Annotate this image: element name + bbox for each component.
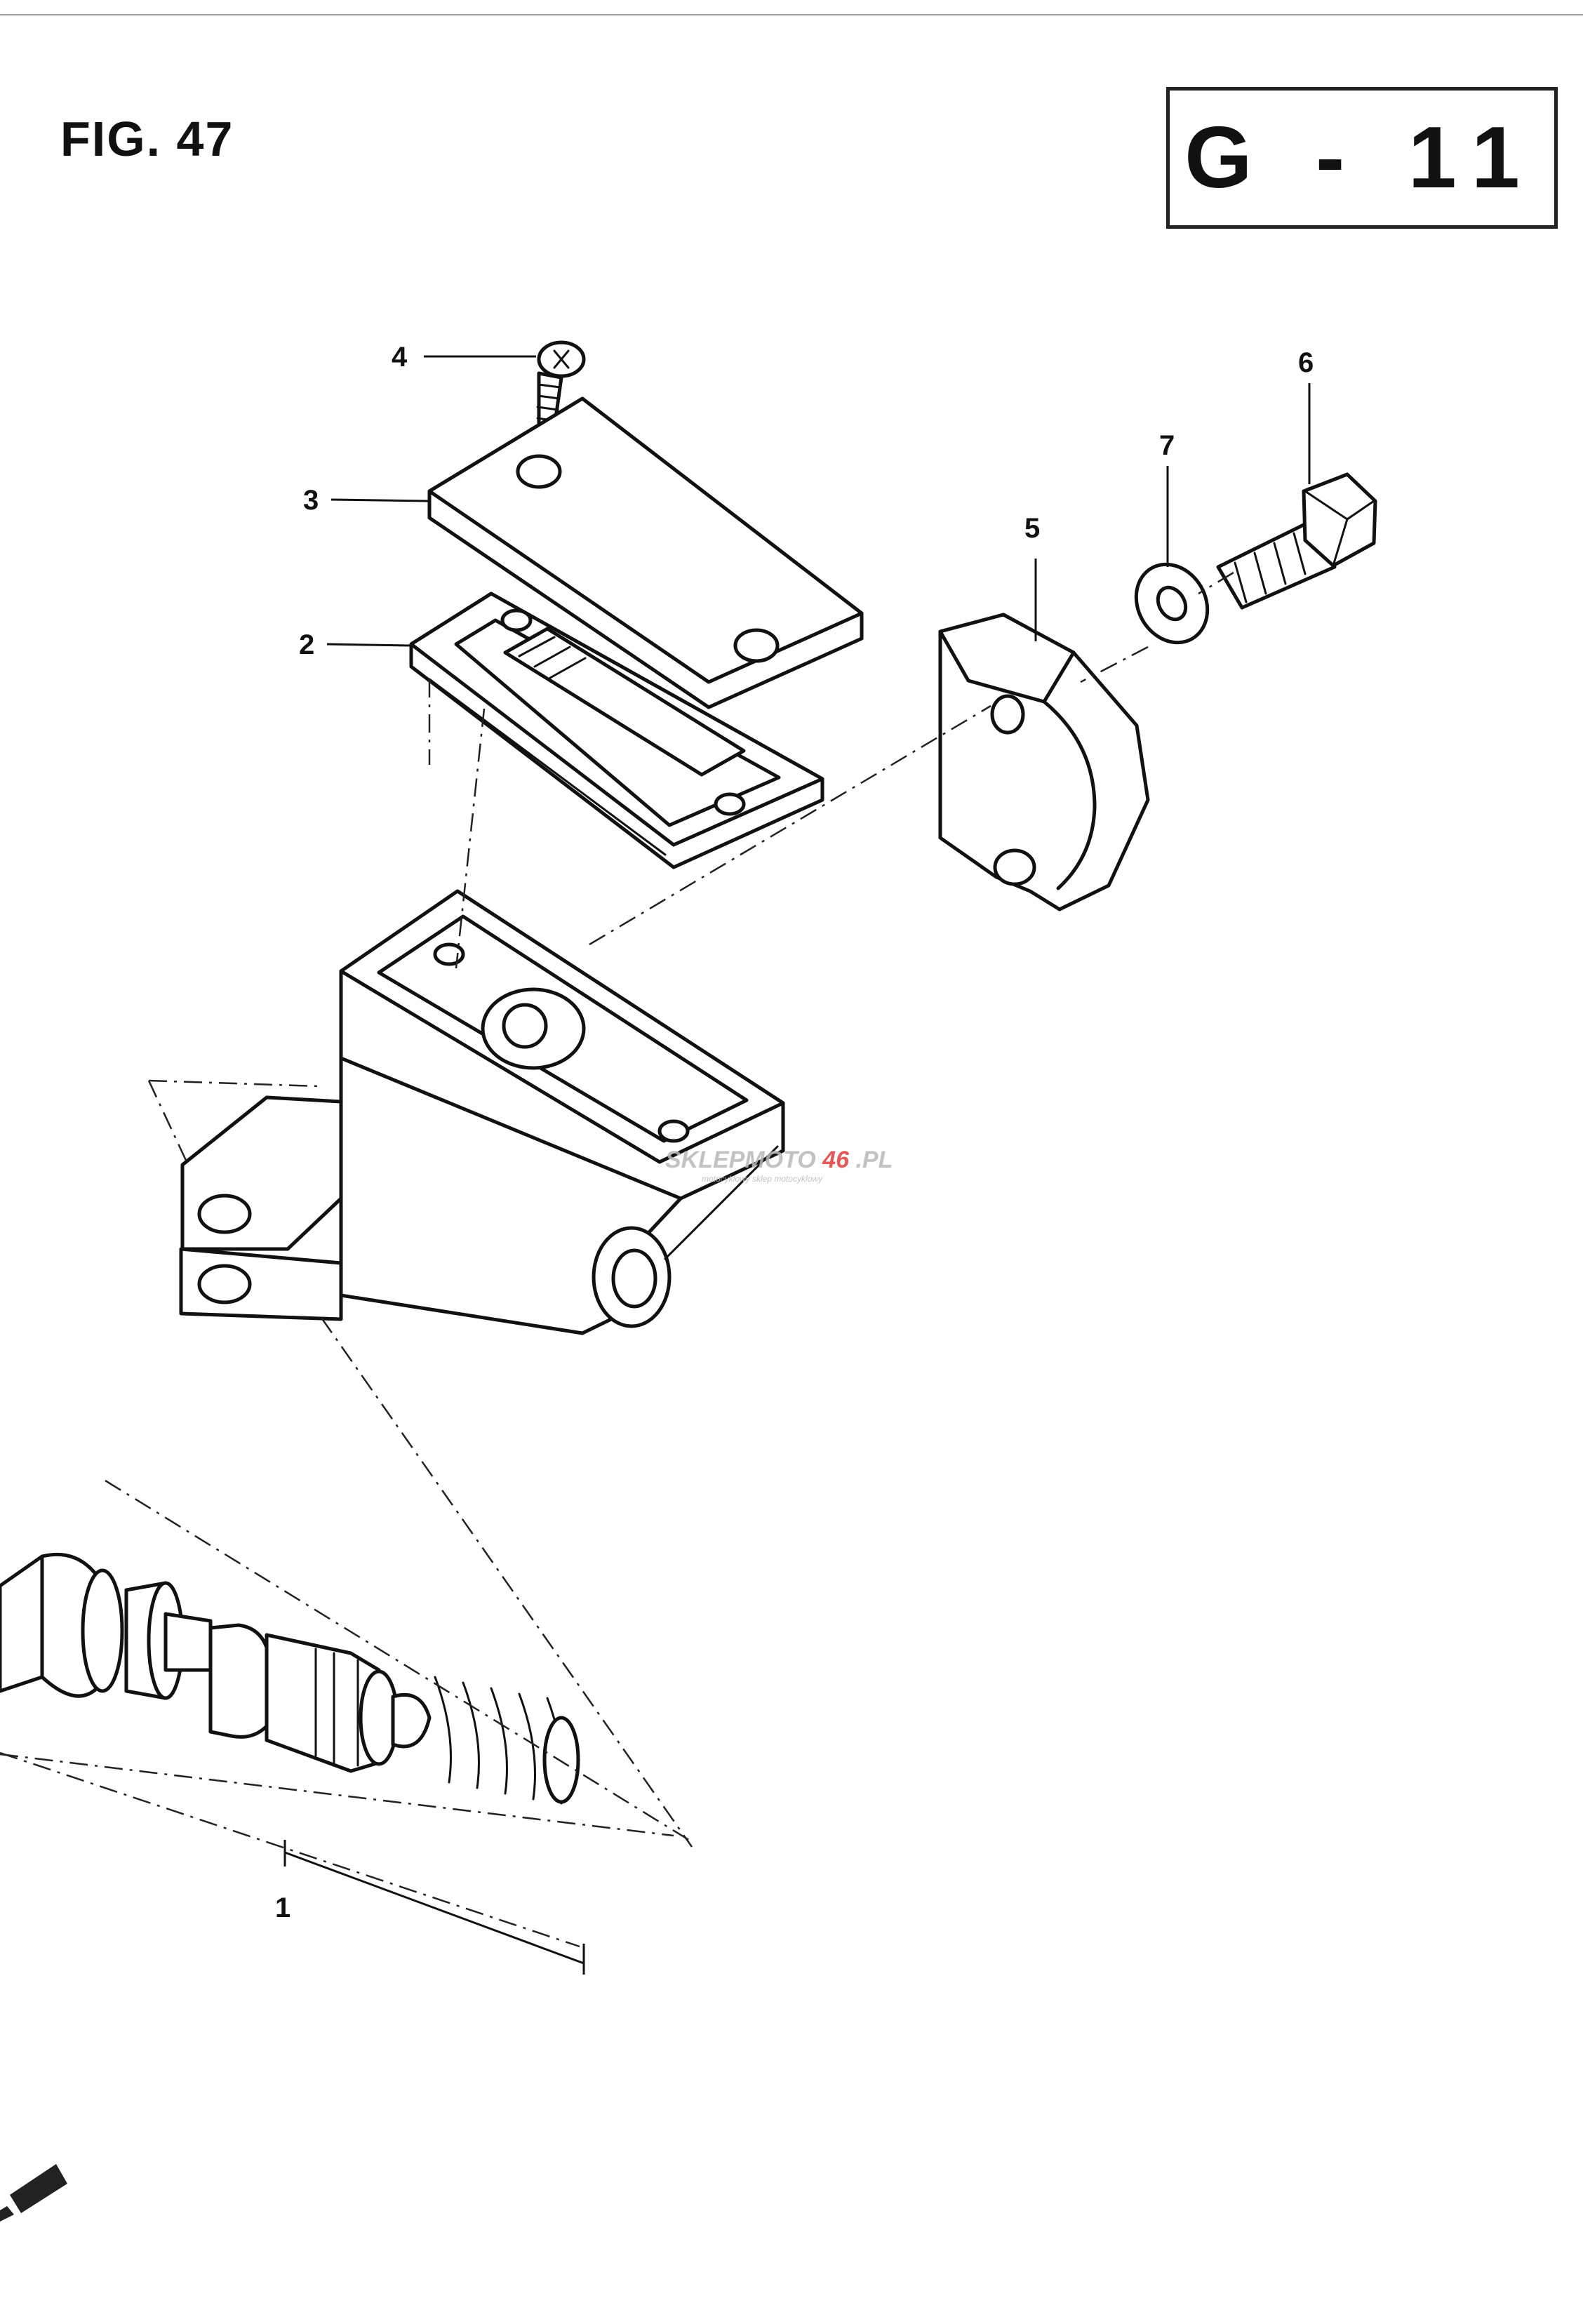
callout-4: 4 (392, 342, 408, 373)
callout-6: 6 (1298, 347, 1314, 378)
top-rule (0, 14, 1583, 15)
diaphragm-part (409, 592, 824, 869)
corner-stamp (0, 2164, 67, 2222)
piston-kit-part (0, 1552, 580, 1805)
clamp-holder-part (938, 613, 1150, 911)
watermark-badge: 46 (822, 1147, 850, 1173)
master-cylinder-body (179, 889, 785, 1335)
bolt-part (1216, 472, 1377, 610)
section-code-box: G - 11 (1166, 87, 1558, 229)
figure-label: FIG. 47 (60, 112, 234, 166)
watermark-sub: motocyklowy sklep motocyklowy (702, 1174, 823, 1184)
item1-bracket (283, 1840, 585, 1975)
callout-7: 7 (1159, 430, 1175, 461)
callout-3: 3 (303, 485, 319, 516)
callout-2: 2 (299, 629, 314, 660)
watermark: SKLEPMOTO 46 .PL motocyklowy sklep motoc… (665, 1147, 893, 1184)
callouts: 1 2 3 4 5 6 7 (275, 342, 1314, 1923)
callout-1: 1 (275, 1892, 290, 1923)
watermark-main: SKLEPMOTO (665, 1147, 816, 1173)
section-code: G - 11 (1184, 109, 1539, 206)
callout-5: 5 (1024, 513, 1040, 544)
reservoir-cap-part (427, 396, 864, 709)
alignment-lines (0, 571, 1234, 1948)
screw-part (536, 340, 586, 430)
svg-text:SKLEPMOTO 46 .: SKLEPMOTO 46 .PL (665, 1147, 893, 1173)
callout-leaders (326, 355, 1311, 647)
washer-part (1134, 562, 1210, 645)
watermark-suffix: .PL (855, 1147, 893, 1173)
